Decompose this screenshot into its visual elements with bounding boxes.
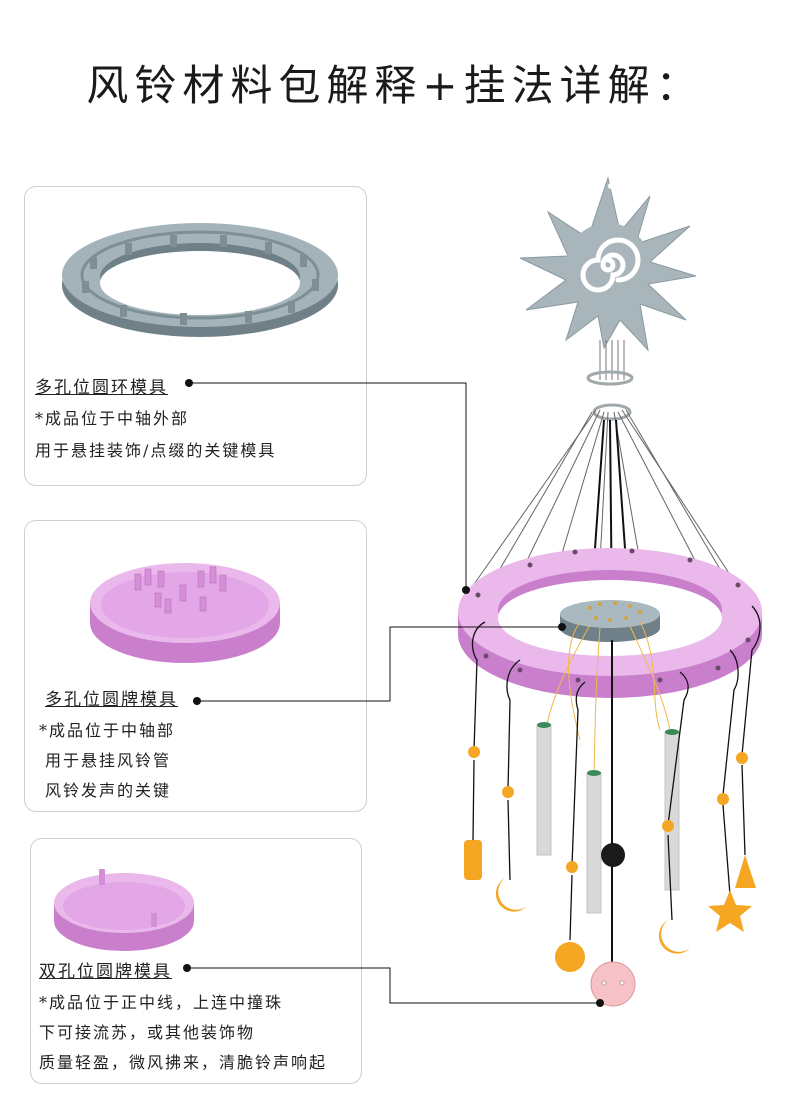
card-description-line: 风铃发声的关键 bbox=[45, 781, 172, 800]
card-two-hole-disc-mold: 双孔位圆牌模具 *成品位于正中线，上连中撞珠 下可接流苏，或其他装饰物 质量轻盈… bbox=[30, 838, 362, 1084]
card-description-line: 下可接流苏，或其他装饰物 bbox=[39, 1023, 256, 1042]
center-disc bbox=[560, 600, 660, 642]
chime-tubes bbox=[536, 722, 680, 914]
card-description-line: 用于悬挂风铃管 bbox=[45, 751, 172, 770]
card-ring-mold: 多孔位圆环模具 *成品位于中轴外部 用于悬挂装饰/点缀的关键模具 bbox=[24, 186, 367, 486]
card-description-line: *成品位于中轴部 bbox=[39, 721, 176, 740]
card-description-line: 用于悬挂装饰/点缀的关键模具 bbox=[35, 441, 277, 460]
ornament-beads bbox=[468, 746, 748, 873]
sun-ornament bbox=[519, 176, 697, 352]
center-striker-bead bbox=[601, 843, 625, 867]
hanging-strings bbox=[599, 340, 625, 380]
small-hanging-ring-top bbox=[586, 370, 634, 386]
card-description-line: *成品位于正中线，上连中撞珠 bbox=[39, 993, 284, 1012]
ornament-pendants bbox=[464, 840, 756, 972]
ring-mold-illustration bbox=[62, 223, 338, 337]
card-title: 双孔位圆牌模具 bbox=[39, 962, 172, 982]
card-multi-hole-disc-mold: 多孔位圆牌模具 *成品位于中轴部 用于悬挂风铃管 风铃发声的关键 bbox=[24, 520, 367, 812]
two-hole-disc-mold-illustration bbox=[54, 869, 194, 951]
page-title: 风铃材料包解释+挂法详解： bbox=[86, 61, 704, 110]
multi-hole-disc-mold-illustration bbox=[90, 563, 280, 663]
large-ring bbox=[458, 548, 762, 698]
card-title: 多孔位圆牌模具 bbox=[45, 690, 178, 710]
small-hanging-ring-bottom bbox=[592, 403, 632, 421]
card-title: 多孔位圆环模具 bbox=[35, 378, 168, 398]
card-description-line: *成品位于中轴外部 bbox=[35, 409, 190, 428]
card-description-line: 质量轻盈，微风拂来，清脆铃声响起 bbox=[39, 1053, 328, 1072]
bottom-pink-disc bbox=[590, 961, 636, 1007]
